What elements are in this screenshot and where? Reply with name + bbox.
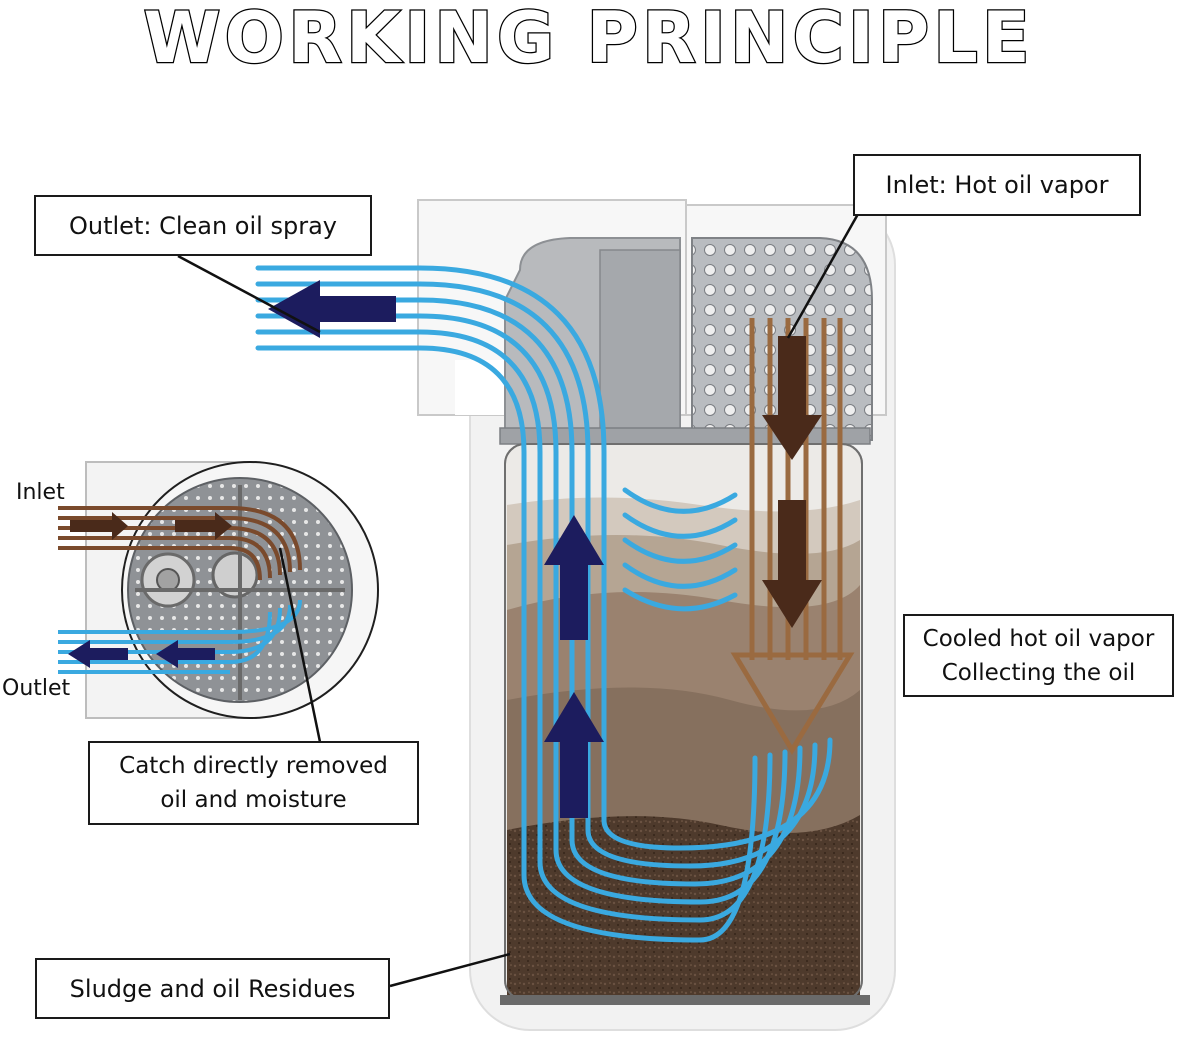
left-arrow-icon [268, 280, 396, 338]
inset-outlet-label: Outlet [2, 676, 71, 701]
inset-inlet-label: Inlet [16, 480, 65, 505]
inset-view [58, 461, 379, 719]
right-arrow-icon [70, 512, 128, 540]
catch-label-line1: Catch directly removed [119, 753, 388, 779]
down-arrow-icon [762, 500, 822, 628]
up-arrow-icon [544, 515, 604, 640]
cooled-vapor-label-line1: Cooled hot oil vapor [922, 625, 1155, 652]
catch-label-line2: oil and moisture [160, 787, 347, 813]
down-arrow-icon [762, 336, 822, 460]
left-arrow-icon [68, 640, 128, 668]
collect-arrow-icon [730, 652, 855, 755]
catch-callout: Catch directly removed oil and moisture [88, 741, 419, 825]
left-arrow-icon [156, 640, 215, 668]
outlet-clean-label: Outlet: Clean oil spray [69, 211, 337, 240]
right-arrow-icon [175, 512, 232, 540]
sludge-callout: Sludge and oil Residues [35, 958, 390, 1019]
cooled-vapor-label-line2: Collecting the oil [941, 659, 1136, 686]
inlet-hot-callout: Inlet: Hot oil vapor [853, 154, 1141, 216]
page-title: WORKING PRINCIPLE [142, 0, 1034, 79]
cooled-vapor-callout: Cooled hot oil vapor Collecting the oil [903, 614, 1174, 697]
inlet-hot-label: Inlet: Hot oil vapor [885, 171, 1109, 199]
outlet-clean-callout: Outlet: Clean oil spray [34, 195, 372, 256]
leader-lines [177, 213, 860, 988]
sludge-label: Sludge and oil Residues [69, 974, 356, 1003]
clean-flow-lines [255, 265, 833, 943]
up-arrow-icon [544, 692, 604, 818]
